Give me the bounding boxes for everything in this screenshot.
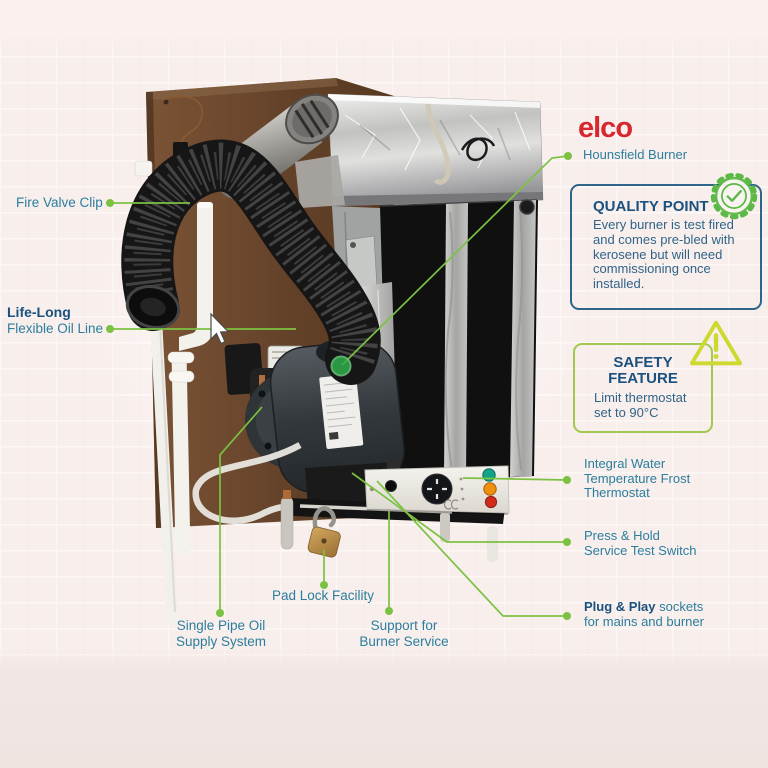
label-life-long-bold: Life-Long [7, 304, 71, 320]
label-hounsfield-burner: Hounsfield Burner [583, 147, 688, 162]
safety-title-line1: SAFETY [613, 354, 673, 371]
oil-line-pipes [149, 202, 213, 624]
safety-body-line1: Limit thermostat [594, 390, 687, 405]
burner [245, 339, 405, 508]
support-line1: Support for [370, 618, 438, 633]
condensate-tube [425, 103, 451, 185]
wire-coil [460, 137, 496, 161]
quality-point-body: Every burner is test fired and comes pre… [593, 217, 735, 292]
safety-feature-title: SAFETY FEATURE [575, 355, 711, 387]
foil-wrapped-heat-store [327, 93, 544, 207]
safety-feature-body: Limit thermostat set to 90°C [575, 390, 711, 420]
line-plug-play [376, 480, 567, 617]
thermostat-dial [421, 473, 453, 505]
unit-underside [280, 490, 505, 562]
single-pipe-line1: Single Pipe Oil [176, 618, 266, 633]
line-integral-thermostat [462, 477, 568, 481]
annotation-lines [110, 155, 569, 617]
white-cable-loop [192, 442, 304, 525]
label-life-long-rest: Flexible Oil Line [7, 321, 104, 336]
label-pad-lock-facility: Pad Lock Facility [271, 588, 375, 603]
elco-logo: elco [578, 112, 633, 144]
safety-title-line2: FEATURE [608, 370, 678, 387]
burner-pointer-dot [330, 355, 352, 377]
single-pipe-line2: Supply System [175, 634, 267, 649]
integral-line3: Thermostat [584, 485, 650, 500]
line-hounsfield-burner [341, 155, 569, 366]
foil-tape-stripe [444, 203, 468, 479]
warning-triangle-icon [689, 320, 743, 366]
pipe-coupling [167, 351, 195, 364]
flexible-air-hose [121, 139, 381, 385]
integral-line2: Temperature Frost [584, 470, 691, 486]
line-press-hold [351, 472, 567, 543]
safety-body-line2: set to 90°C [594, 405, 659, 420]
rosette-check-icon [710, 172, 758, 220]
label-single-pipe-oil: Single Pipe Oil Supply System [166, 618, 276, 650]
plug-play-line2: for mains and burner [584, 613, 704, 629]
service-test-button [385, 480, 397, 492]
padlock [307, 506, 341, 558]
label-support-burner-service: Support for Burner Service [348, 618, 460, 650]
label-life-long-oil-line: Life-Long Flexible Oil Line [7, 304, 103, 337]
press-hold-line1: Press & Hold [584, 528, 660, 543]
panel-led-red [484, 495, 498, 509]
label-press-hold-switch: Press & Hold Service Test Switch [584, 528, 697, 558]
label-fire-valve-clip: Fire Valve Clip [16, 195, 103, 210]
panel-led-orange [483, 482, 497, 496]
line-single-pipe [219, 406, 263, 613]
support-line2: Burner Service [359, 634, 449, 649]
plug-play-rest: sockets [659, 599, 704, 614]
oil-line-elbow [179, 320, 213, 351]
safety-feature-callout: SAFETY FEATURE Limit thermostat set to 9… [573, 343, 713, 433]
label-plug-play-sockets: Plug & Play sockets for mains and burner [584, 599, 704, 629]
annotation-dots [106, 152, 572, 620]
pipe-coupling [168, 370, 195, 383]
quality-point-title: QUALITY POINT [593, 198, 709, 215]
plug-play-bold: Plug & Play [584, 599, 656, 614]
label-integral-thermostat: Integral Water Temperature Frost Thermos… [584, 456, 691, 501]
jacket-fitting [519, 199, 535, 215]
ce-mark [443, 499, 459, 510]
press-hold-line2: Service Test Switch [584, 542, 697, 558]
foil-tape-stripe [510, 200, 536, 477]
integral-line1: Integral Water [584, 456, 666, 471]
mouse-cursor-icon [210, 312, 230, 345]
quality-point-callout: QUALITY POINT Every burner is test fired… [570, 184, 762, 310]
